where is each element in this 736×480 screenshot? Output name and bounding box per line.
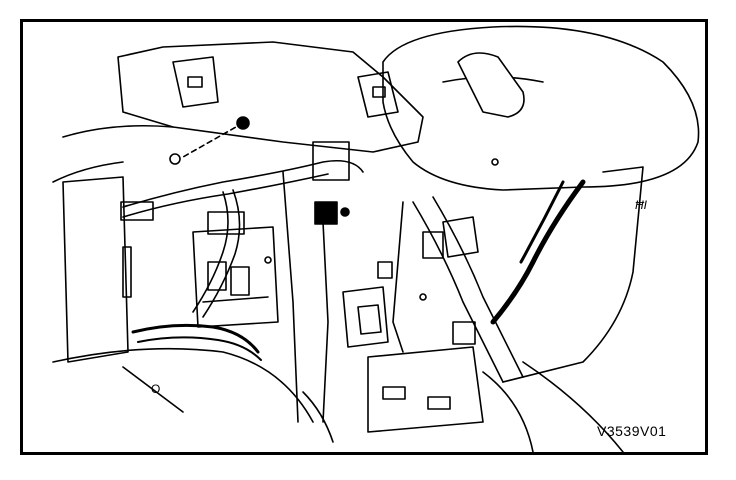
callout-small-mark: ĦI <box>635 198 647 212</box>
column-harness <box>412 201 504 383</box>
bracket-tab <box>357 71 399 118</box>
pedal-housing-slot-1 <box>382 386 406 400</box>
shroud-knob <box>457 52 525 118</box>
fuse-block <box>192 226 279 328</box>
right-connector <box>422 231 444 259</box>
center-support <box>282 171 299 423</box>
tie-2 <box>340 207 350 217</box>
column-support <box>392 201 404 353</box>
pedal-bracket-b <box>357 304 382 335</box>
pedal-housing <box>367 346 484 433</box>
figure-code: V3539V01 <box>597 423 667 439</box>
bolt-hole <box>169 153 181 165</box>
dash-panel-upper <box>117 41 424 153</box>
harness-main <box>122 159 364 208</box>
dash-panel-edge <box>62 124 174 138</box>
kick-slot <box>122 246 132 298</box>
technical-line-drawing <box>52 25 700 452</box>
lower-trim-b <box>122 366 184 413</box>
tie-1 <box>264 256 272 264</box>
fuse-cell-2 <box>230 266 250 296</box>
kick-panel <box>62 176 129 363</box>
diagram-frame: O ĦI V3539V01 <box>20 19 708 455</box>
bracket-tab-slot <box>372 86 386 98</box>
tie-3 <box>419 293 427 301</box>
bottom-sweep <box>482 371 534 452</box>
convoluted-tube <box>490 179 586 325</box>
right-trim <box>502 166 644 383</box>
harness-branch-b <box>202 189 241 318</box>
fuse-cell-1 <box>207 261 227 291</box>
wire-bundle <box>131 323 260 354</box>
pedal-tab <box>377 261 393 279</box>
center-support-b <box>322 221 329 423</box>
connector-mid <box>207 211 245 235</box>
center-hook <box>302 391 334 443</box>
bracket-left <box>172 56 219 108</box>
right-trim-b <box>442 216 479 258</box>
bottom-sweep-b <box>522 361 624 452</box>
callout-circle-mark: O <box>151 382 161 396</box>
steering-shroud <box>382 25 700 191</box>
connector-center-b <box>314 201 338 225</box>
harness-branch <box>192 191 229 313</box>
connector-left <box>120 201 154 221</box>
bracket-slot <box>187 76 203 88</box>
convoluted-tube-b <box>519 180 565 264</box>
right-connector-b <box>452 321 476 345</box>
wire-bundle-b <box>137 336 262 361</box>
bolt-leader <box>182 122 244 158</box>
lower-trim <box>52 347 314 423</box>
connector-center <box>312 141 350 181</box>
pedal-bracket <box>342 286 389 348</box>
column-harness-b <box>432 196 524 378</box>
shroud-screw <box>491 158 499 166</box>
pedal-housing-slot-2 <box>427 396 451 410</box>
dash-panel-lower-edge <box>52 161 124 183</box>
fuse-block-detail <box>202 296 269 303</box>
